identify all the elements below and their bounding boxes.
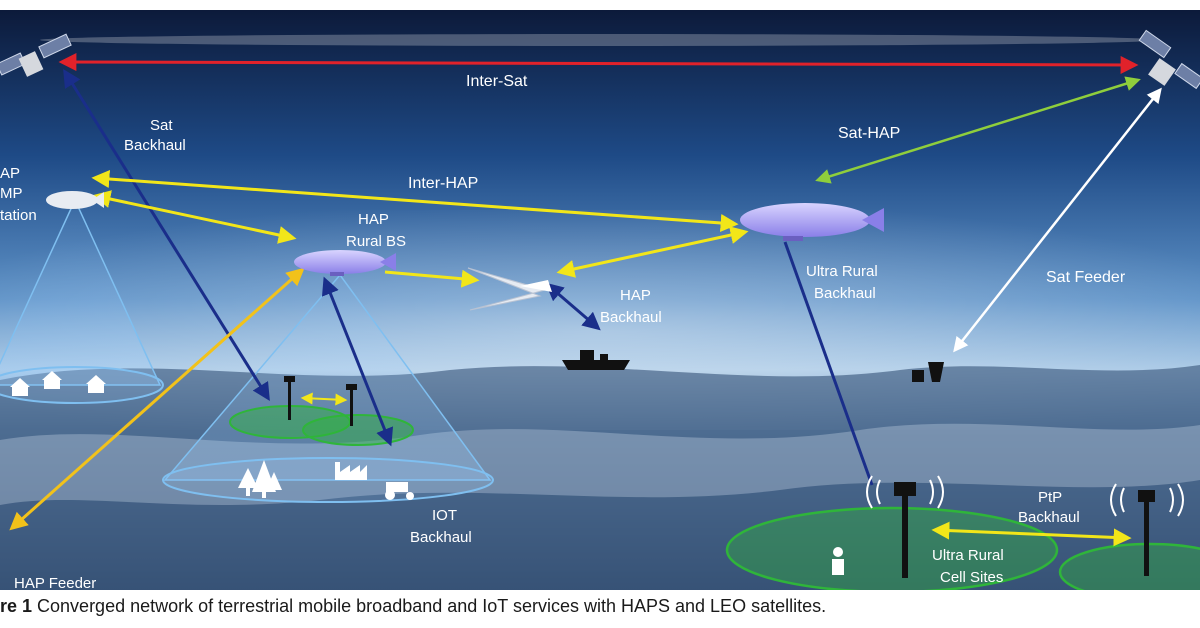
hap-rural-bs-airship-icon — [294, 250, 396, 276]
rural-bs-footprint — [162, 457, 494, 503]
hap-backhaul-link — [545, 282, 601, 331]
hap-feeder-label: HAP Feeder — [14, 575, 96, 590]
person-icon — [832, 547, 844, 575]
left-hap-label: AP MP tation — [0, 165, 37, 224]
iot-cell-tower-left-icon — [284, 376, 295, 420]
factory-icon — [335, 462, 367, 480]
sat-hap-label: Sat-HAP — [838, 125, 900, 142]
figure-number: re 1 — [0, 596, 33, 616]
satellite-left-icon — [0, 33, 72, 77]
inter-sat-label: Inter-Sat — [466, 73, 528, 90]
ptp-cell-tower-icon — [1110, 483, 1184, 576]
ptp-backhaul-label: PtP Backhaul — [1018, 489, 1080, 526]
ultra-rural-cell-tower-icon — [866, 475, 944, 578]
hap-rural-bs-label: HAP Rural BS — [346, 211, 406, 250]
iot-cell-area-right — [302, 414, 414, 446]
iot-cell-tower-right-icon — [346, 384, 357, 426]
house-icons — [10, 371, 106, 396]
caption-text: Converged network of terrestrial mobile … — [32, 596, 827, 616]
hap-ultra-rural-airship-icon — [740, 203, 884, 241]
ultra-rural-backhaul-label: Ultra Rural Backhaul — [806, 263, 882, 302]
network-diagram: Inter-Sat Sat Backhaul Sat-HAP Inter-HAP… — [0, 10, 1200, 590]
hap-feeder-link — [9, 267, 305, 531]
satellite-right-icon — [1138, 29, 1200, 90]
tree-icons — [238, 460, 282, 498]
hap-to-rural-bs-link — [92, 190, 297, 244]
sat-feeder-label: Sat Feeder — [1046, 269, 1126, 286]
ship-icon — [562, 350, 630, 370]
ultra-rural-cell-sites-label: Ultra Rural Cell Sites — [932, 547, 1008, 586]
hap-airship-left-icon — [46, 191, 104, 209]
inter-sat-link — [58, 53, 1139, 74]
tractor-icon — [385, 482, 414, 500]
figure-caption: re 1 Converged network of terrestrial mo… — [0, 596, 1200, 624]
ground-station-icon — [912, 362, 944, 382]
hap-backhaul-label: HAP Backhaul — [600, 287, 662, 326]
ultra-rural-cell-area-right — [1058, 542, 1200, 590]
ultra-rural-backhaul-link — [783, 241, 874, 486]
sat-feeder-link — [953, 87, 1162, 353]
iot-backhaul-link — [321, 276, 394, 447]
iot-backhaul-label: IOT Backhaul — [410, 507, 472, 546]
sun-flare — [40, 34, 1160, 46]
iot-site-link — [300, 392, 348, 406]
solar-glider-icon — [467, 267, 552, 311]
hap-to-glider-link — [556, 226, 749, 278]
sat-backhaul-label: Sat Backhaul — [124, 117, 186, 154]
inter-hap-link — [91, 170, 739, 232]
inter-hap-label: Inter-HAP — [408, 175, 478, 192]
rural-bs-to-glider-link — [384, 269, 480, 288]
ptp-backhaul-link — [931, 521, 1132, 547]
